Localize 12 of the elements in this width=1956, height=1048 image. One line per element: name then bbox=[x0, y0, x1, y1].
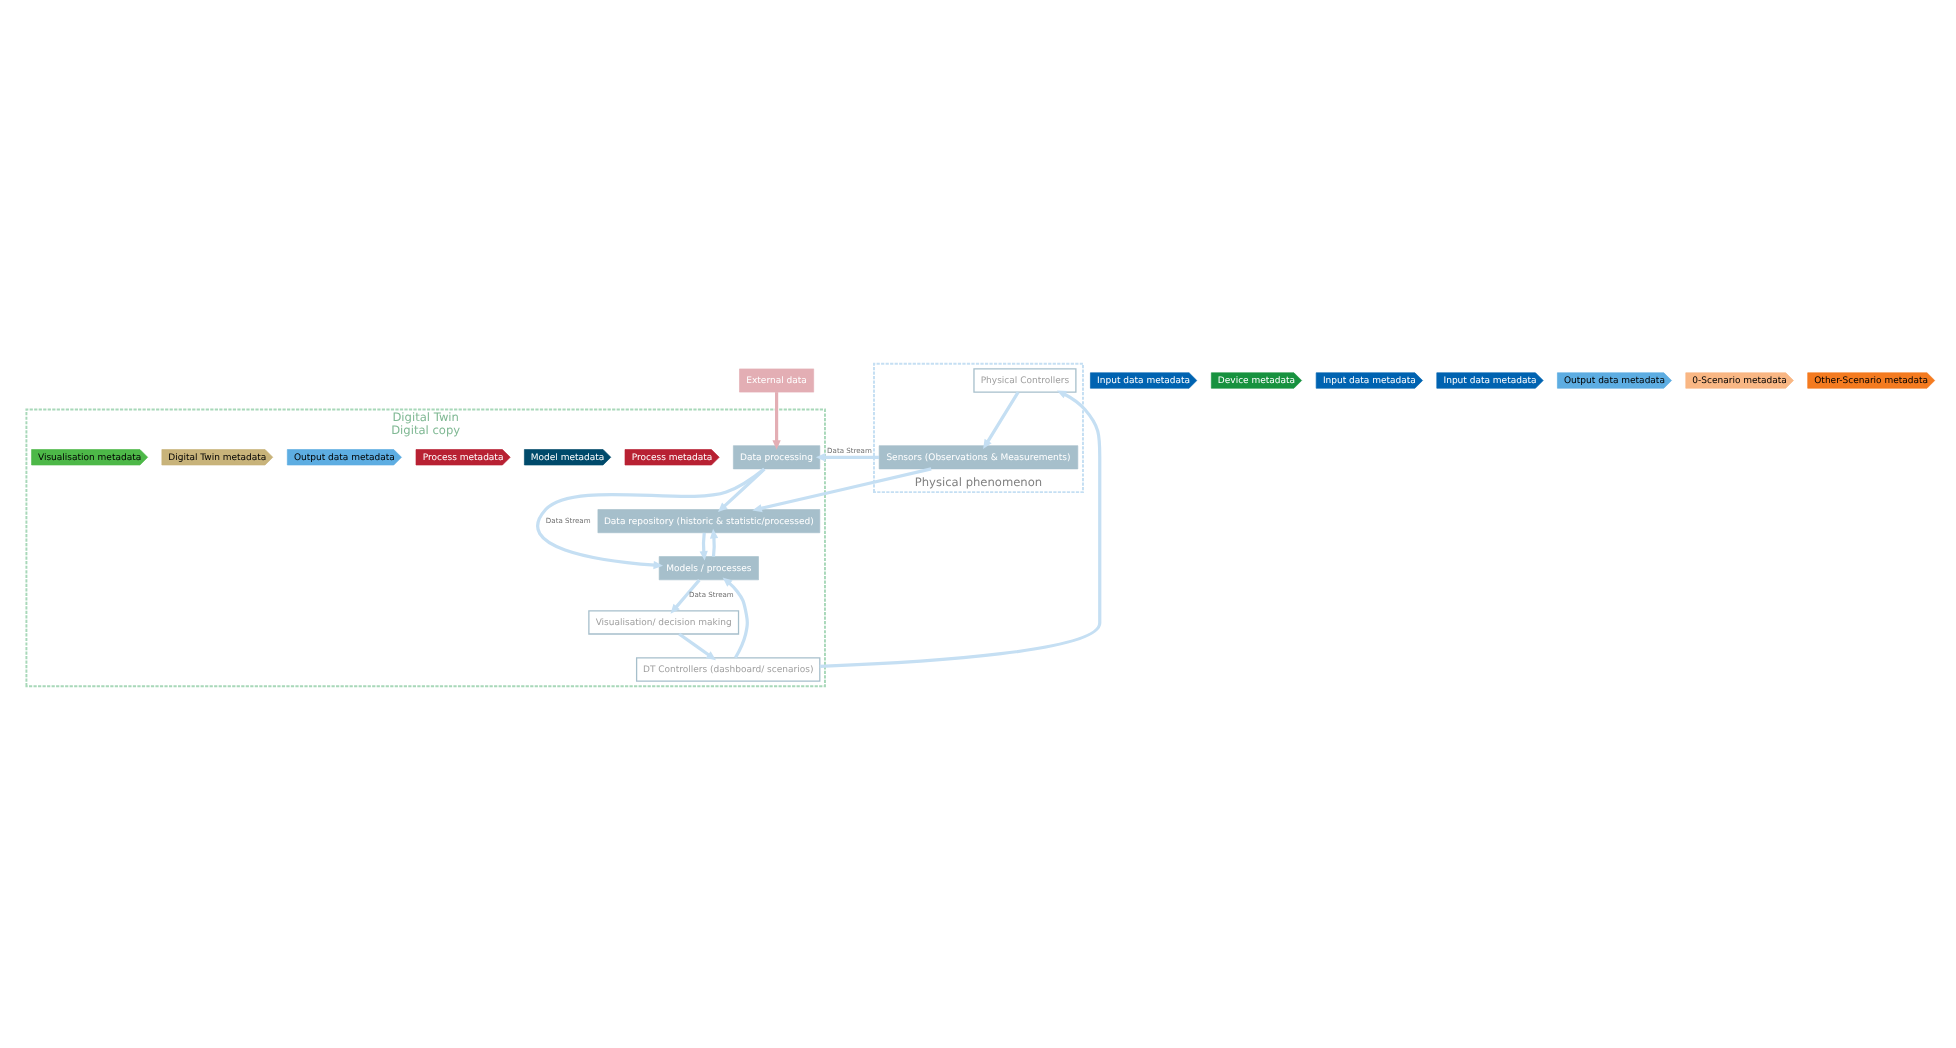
arrow bbox=[536, 466, 766, 569]
arrow bbox=[819, 389, 1102, 667]
arrow bbox=[670, 578, 701, 613]
arrow bbox=[722, 576, 749, 658]
arrow bbox=[983, 390, 1020, 449]
arrow bbox=[699, 531, 708, 560]
arrow bbox=[752, 466, 932, 512]
arrow bbox=[815, 452, 880, 461]
arrow bbox=[772, 391, 781, 449]
arrow bbox=[678, 631, 716, 660]
arrow bbox=[717, 466, 766, 512]
arrow bbox=[709, 527, 719, 556]
